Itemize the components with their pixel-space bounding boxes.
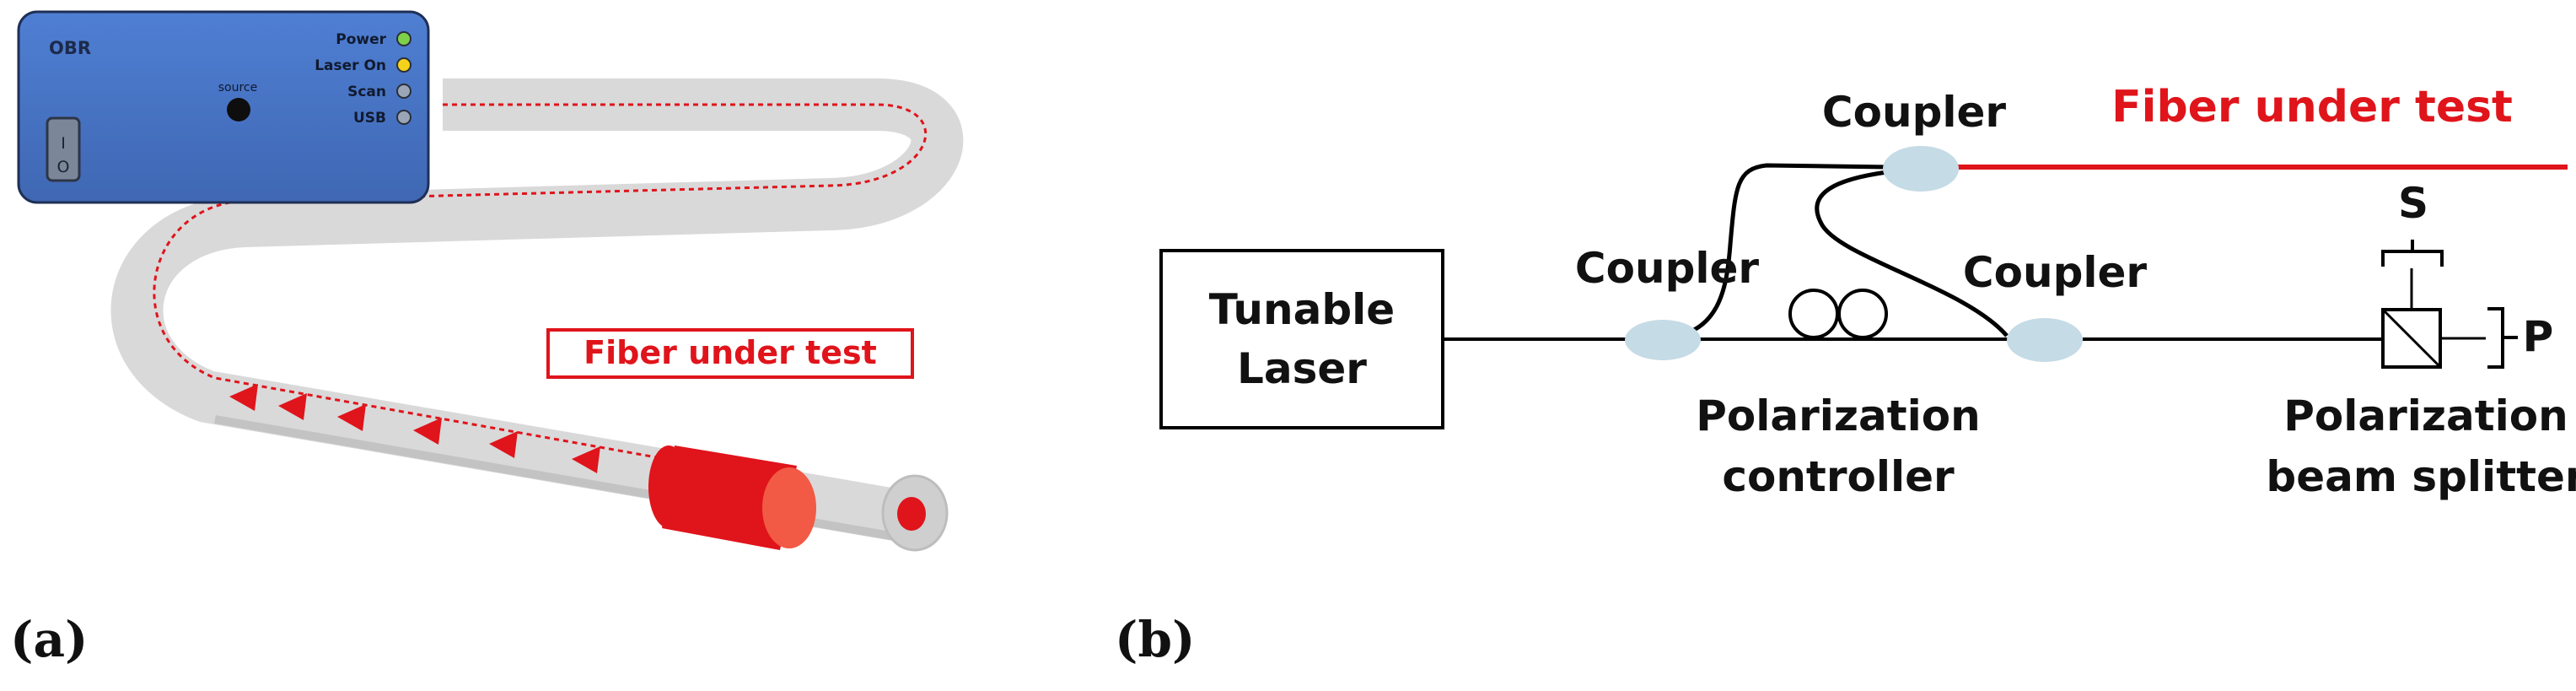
indicator-label: Laser On [315,57,386,74]
fiber-end-core [897,497,926,531]
pbs-label-line2: beam splitter [2266,452,2576,501]
coupler-top-label: Coupler [1822,88,2006,137]
tunable-laser-line1: Tunable [1209,285,1395,334]
tunable-laser-line2: Laser [1237,344,1367,393]
panel-b: Tunable Laser Coupler Coupler Coupler Fi… [1115,82,2576,668]
light-pulse [662,445,797,550]
pc-loop-right [1837,289,1888,339]
backscatter-arrow [229,384,258,411]
indicator-led [396,31,411,46]
caption-a: (a) [10,611,88,668]
fiber-label-a: Fiber under test [583,334,877,371]
light-pulse-face [762,467,816,548]
backscatter-arrow [489,431,518,458]
indicator-led [396,110,411,125]
coupler-right [2007,318,2083,362]
fiber-label-box [546,328,914,379]
coupler-right-label: Coupler [1963,248,2147,297]
indicator-label: Power [336,31,386,48]
light-pulse-left-end [648,445,689,528]
caption-b: (b) [1115,611,1195,668]
fiber-label-b: Fiber under test [2111,82,2513,132]
indicator-led [396,57,411,73]
p-label: P [2523,312,2554,361]
coupler-left-label: Coupler [1575,244,1759,293]
coupler-top [1883,146,1959,192]
backscatter-arrow [337,404,366,431]
pc-label-line2: controller [1722,452,1955,501]
switch-on-mark: I [61,134,66,153]
indicator-label: Scan [347,84,386,100]
backscatter-arrow [413,418,442,445]
source-label: source [218,81,258,94]
p-detector-bracket [2487,307,2504,369]
coupler-left [1625,320,1701,360]
pbs-diagonal [2381,308,2442,369]
backscatter-arrow [572,446,600,473]
obr-device [17,10,430,204]
backscatter-arrow [278,393,307,420]
pbs-label-line1: Polarization [2283,391,2568,440]
indicator-label: USB [353,110,386,127]
s-label: S [2398,179,2428,228]
fiber-left-to-top [1662,163,1890,340]
fiber-top-to-right [1815,170,2009,337]
fiber-jacket [110,78,964,545]
switch-off-mark: O [57,158,70,176]
pc-loop-left [1788,289,1839,339]
power-switch [46,116,81,182]
source-port [227,98,250,121]
device-name: OBR [49,38,91,58]
indicator-led [396,84,411,99]
s-detector-bracket [2381,250,2444,267]
pc-label-line1: Polarization [1696,391,1981,440]
tunable-laser-box [1159,249,1444,429]
